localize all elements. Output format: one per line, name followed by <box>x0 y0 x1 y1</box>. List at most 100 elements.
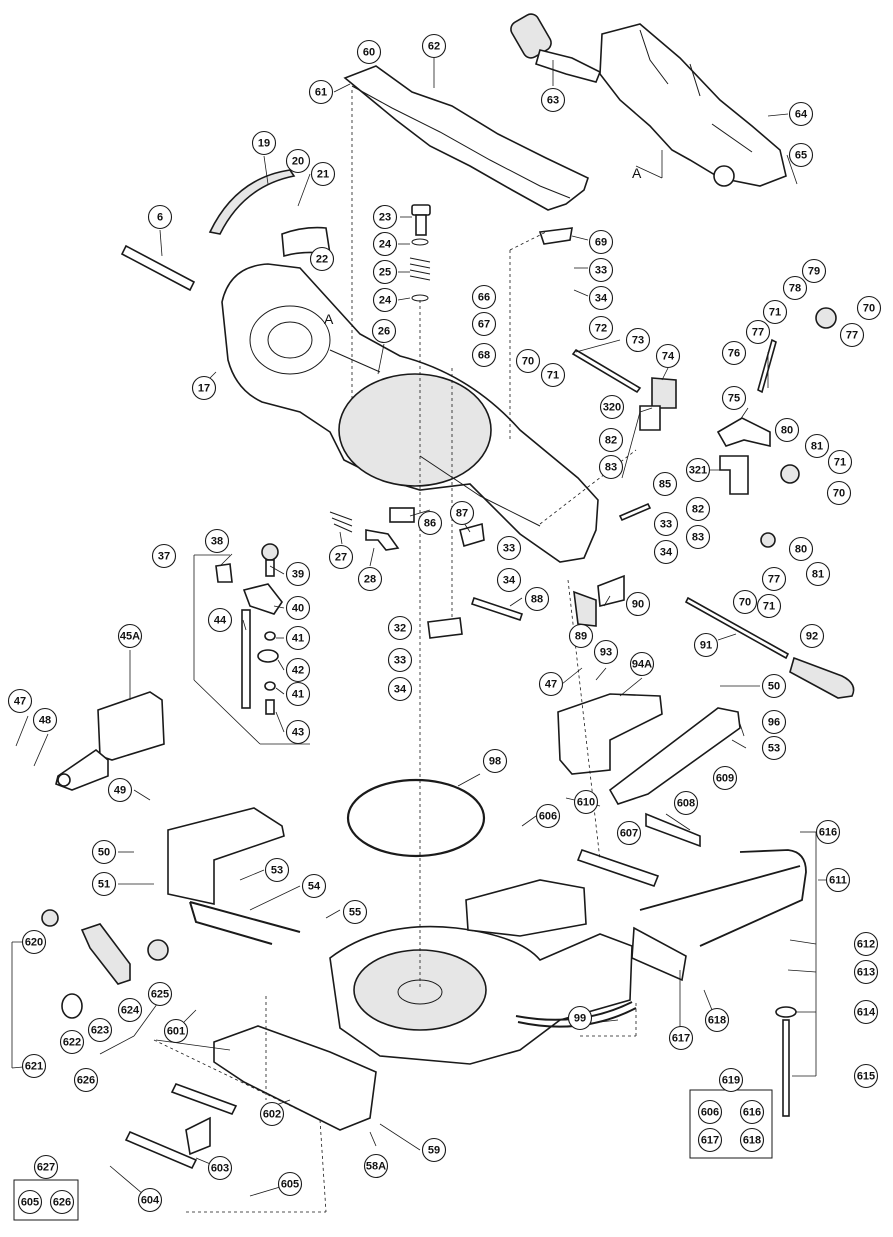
callout-38: 38 <box>204 528 230 554</box>
callout-85: 85 <box>652 471 678 497</box>
callout-number: 624 <box>121 1005 140 1017</box>
callout-number: 70 <box>522 356 534 368</box>
callout-17: 17 <box>191 375 217 401</box>
callout-59: 59 <box>421 1137 447 1163</box>
callout-621: 621 <box>21 1053 47 1079</box>
callout-number: 77 <box>768 574 780 586</box>
callout-607: 607 <box>616 820 642 846</box>
callout-76: 76 <box>721 340 747 366</box>
callout-70: 70 <box>515 348 541 374</box>
callout-23: 23 <box>372 204 398 230</box>
callout-number: 45A <box>120 631 140 643</box>
callout-circle <box>804 433 830 459</box>
callout-606: 606 <box>535 803 561 829</box>
callout-number: 60 <box>363 47 375 59</box>
callout-circle <box>815 819 841 845</box>
callout-number: 63 <box>547 95 559 107</box>
callout-number: 607 <box>620 828 638 840</box>
callout-circle <box>668 1025 694 1051</box>
callout-63: 63 <box>540 87 566 113</box>
callout-circle <box>588 257 614 283</box>
callout-circle <box>259 1101 285 1127</box>
callout-83: 83 <box>598 454 624 480</box>
callout-circle <box>673 790 699 816</box>
callout-41: 41 <box>285 625 311 651</box>
callout-circle <box>147 981 173 1007</box>
callout-number: 34 <box>503 575 516 587</box>
callout-circle <box>372 231 398 257</box>
callout-611: 611 <box>825 867 851 893</box>
callout-number: 320 <box>603 402 621 414</box>
callout-circle <box>387 676 413 702</box>
callout-number: 603 <box>211 1163 229 1175</box>
callout-circle <box>117 623 143 649</box>
callout-circle <box>309 246 335 272</box>
callout-circle <box>372 204 398 230</box>
callout-67: 67 <box>471 311 497 337</box>
callout-66: 66 <box>471 284 497 310</box>
callout-circle <box>685 496 711 522</box>
callout-number: 34 <box>595 293 608 305</box>
reference-label-a-right: A <box>632 165 642 181</box>
callout-circle <box>599 394 625 420</box>
callout-number: 50 <box>98 847 110 859</box>
callout-circle <box>387 647 413 673</box>
callout-circle <box>91 839 117 865</box>
callout-circle <box>782 275 808 301</box>
callout-614: 614 <box>853 999 879 1025</box>
callout-24: 24 <box>372 287 398 313</box>
callout-33: 33 <box>496 535 522 561</box>
callout-circle <box>421 1137 447 1163</box>
callout-number: 614 <box>857 1007 876 1019</box>
callout-33: 33 <box>588 257 614 283</box>
callout-circle <box>853 1063 879 1089</box>
part-rod-44 <box>241 609 251 709</box>
callout-number: 53 <box>768 743 780 755</box>
callout-number: 22 <box>316 254 328 266</box>
kit-619-item-616: 616 <box>739 1099 765 1125</box>
callout-circle <box>277 1171 303 1197</box>
callout-circle <box>251 130 277 156</box>
callout-65: 65 <box>788 142 814 168</box>
callout-82: 82 <box>685 496 711 522</box>
callout-circle <box>721 385 747 411</box>
callout-622: 622 <box>59 1029 85 1055</box>
callout-47: 47 <box>7 688 33 714</box>
callout-number: 625 <box>151 989 169 1001</box>
callout-number: 37 <box>158 551 170 563</box>
callout-number: 92 <box>806 631 818 643</box>
callout-89: 89 <box>568 623 594 649</box>
callout-number: 618 <box>708 1015 726 1027</box>
callout-number: 82 <box>605 435 617 447</box>
callout-number: 40 <box>292 603 304 615</box>
callout-circle <box>712 765 738 791</box>
callout-602: 602 <box>259 1101 285 1127</box>
callout-number: 83 <box>605 462 617 474</box>
callout-number: 74 <box>662 351 675 363</box>
callout-81: 81 <box>804 433 830 459</box>
callout-number: 67 <box>478 319 490 331</box>
callout-number: 50 <box>768 681 780 693</box>
callout-623: 623 <box>87 1017 113 1043</box>
callout-circle <box>588 315 614 341</box>
callout-50: 50 <box>761 673 787 699</box>
callout-circle <box>163 1018 189 1044</box>
callout-number: 42 <box>292 665 304 677</box>
part-fence-45A <box>97 691 165 761</box>
callout-circle <box>762 299 788 325</box>
callout-number: 70 <box>863 303 875 315</box>
callout-number: 608 <box>677 798 695 810</box>
callout-99: 99 <box>567 1005 593 1031</box>
callout-circle <box>588 285 614 311</box>
callout-circle <box>471 284 497 310</box>
callout-circle <box>697 1099 723 1125</box>
kit-619-item-606: 606 <box>697 1099 723 1125</box>
callout-number: 21 <box>317 169 329 181</box>
callout-77: 77 <box>745 319 771 345</box>
callout-circle <box>761 709 787 735</box>
callout-circle <box>853 931 879 957</box>
callout-45A: 45A <box>117 623 143 649</box>
